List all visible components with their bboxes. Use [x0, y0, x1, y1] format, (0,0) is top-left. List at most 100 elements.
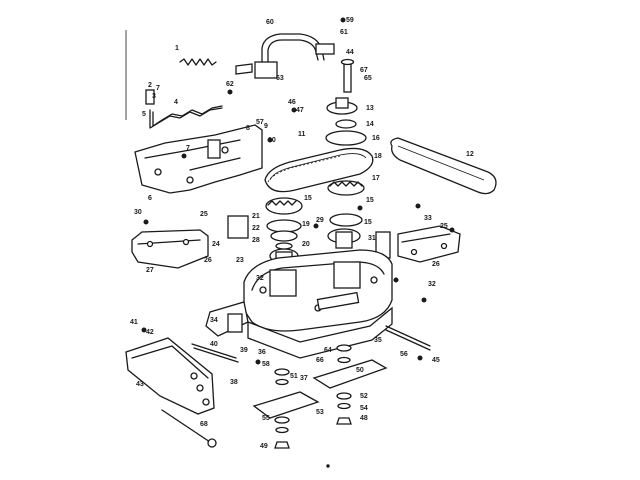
handle-arm — [235, 33, 335, 79]
arm-base — [254, 61, 278, 79]
washer-14 — [335, 119, 357, 129]
blade-right — [312, 359, 388, 389]
disc-20 — [270, 230, 298, 242]
callout-25a: 25 — [200, 211, 208, 218]
callout-38: 38 — [230, 379, 238, 386]
callout-45: 45 — [432, 357, 440, 364]
callout-24: 24 — [212, 241, 220, 248]
callout-32a: 32 — [256, 275, 264, 282]
callout-39: 39 — [240, 347, 248, 354]
linkage-rod — [145, 89, 223, 129]
callout-3: 3 — [152, 93, 156, 100]
callout-63: 63 — [276, 75, 284, 82]
chute-rod — [161, 409, 217, 448]
disc-15 — [329, 213, 363, 227]
callout-29: 29 — [316, 217, 324, 224]
callout-66: 66 — [316, 357, 324, 364]
callout-49: 49 — [260, 443, 268, 450]
chain-belt — [264, 147, 374, 193]
callout-50: 50 — [356, 367, 364, 374]
callout-10: 10 — [268, 137, 276, 144]
callout-51: 51 — [290, 373, 298, 380]
v-belt — [390, 137, 497, 195]
callout-8: 8 — [246, 125, 250, 132]
callout-56: 56 — [400, 351, 408, 358]
gear-left — [265, 197, 303, 215]
callout-17: 17 — [372, 175, 380, 182]
callout-27: 27 — [146, 267, 154, 274]
callout-18: 18 — [374, 153, 382, 160]
callout-33: 33 — [424, 215, 432, 222]
callout-68: 68 — [200, 421, 208, 428]
spindle-shaft — [340, 58, 355, 93]
callout-15b: 15 — [304, 195, 312, 202]
callout-60: 60 — [266, 19, 274, 26]
callout-12: 12 — [466, 151, 474, 158]
callout-30: 30 — [134, 209, 142, 216]
callout-31: 31 — [368, 235, 376, 242]
callout-15c: 15 — [364, 219, 372, 226]
discharge-chute — [125, 337, 215, 415]
callout-15a: 15 — [366, 197, 374, 204]
callout-61: 61 — [340, 29, 348, 36]
callout-65: 65 — [364, 75, 372, 82]
callout-40: 40 — [210, 341, 218, 348]
spindle-mount-left — [269, 269, 297, 297]
deck-skirt — [247, 306, 393, 359]
callout-7a: 7 — [156, 85, 160, 92]
callout-1: 1 — [175, 45, 179, 52]
callout-55: 55 — [262, 415, 270, 422]
small-bolts — [141, 17, 455, 468]
left-deck-bracket — [131, 215, 249, 269]
disc-19 — [266, 219, 302, 233]
callout-34: 34 — [210, 317, 218, 324]
right-deck-bracket — [375, 225, 461, 263]
callout-28: 28 — [252, 237, 260, 244]
callout-48: 48 — [360, 415, 368, 422]
callout-labels: 1 2 3 4 5 6 7 7 8 9 10 11 12 13 14 16 17… — [130, 17, 474, 450]
cutter-blades — [252, 359, 388, 419]
callout-44: 44 — [346, 49, 354, 56]
hardware-left — [274, 368, 290, 449]
callout-52: 52 — [360, 393, 368, 400]
grip-part — [145, 89, 155, 105]
callout-42: 42 — [146, 329, 154, 336]
callout-57: 57 — [256, 119, 264, 126]
callout-47: 47 — [296, 107, 304, 114]
callout-14: 14 — [366, 121, 374, 128]
callout-7b: 7 — [186, 145, 190, 152]
callout-4: 4 — [174, 99, 178, 106]
callout-9: 9 — [264, 123, 268, 130]
callout-32b: 32 — [428, 281, 436, 288]
callout-22: 22 — [252, 225, 260, 232]
callout-41: 41 — [130, 319, 138, 326]
callout-2: 2 — [148, 82, 152, 89]
callout-26a: 26 — [204, 257, 212, 264]
upper-bracket — [134, 124, 263, 194]
callout-25b: 25 — [440, 223, 448, 230]
hanger-rods — [191, 313, 431, 363]
callout-43: 43 — [136, 381, 144, 388]
pivot-bracket — [227, 313, 243, 333]
callout-26b: 26 — [432, 261, 440, 268]
callout-35: 35 — [374, 337, 382, 344]
callout-62: 62 — [226, 81, 234, 88]
callout-11: 11 — [298, 131, 306, 138]
callout-37: 37 — [300, 375, 308, 382]
spindle-mount-right — [333, 261, 361, 289]
mower-deck — [205, 249, 393, 359]
callout-19: 19 — [302, 221, 310, 228]
callout-21: 21 — [252, 213, 260, 220]
callout-46: 46 — [288, 99, 296, 106]
callout-20: 20 — [302, 241, 310, 248]
callout-13: 13 — [366, 105, 374, 112]
disc-16 — [325, 130, 367, 146]
callout-64: 64 — [324, 347, 332, 354]
clamp-21 — [227, 215, 249, 239]
callout-54: 54 — [360, 405, 368, 412]
callout-58: 58 — [262, 361, 270, 368]
blade-left — [252, 391, 320, 419]
callout-67: 67 — [360, 67, 368, 74]
